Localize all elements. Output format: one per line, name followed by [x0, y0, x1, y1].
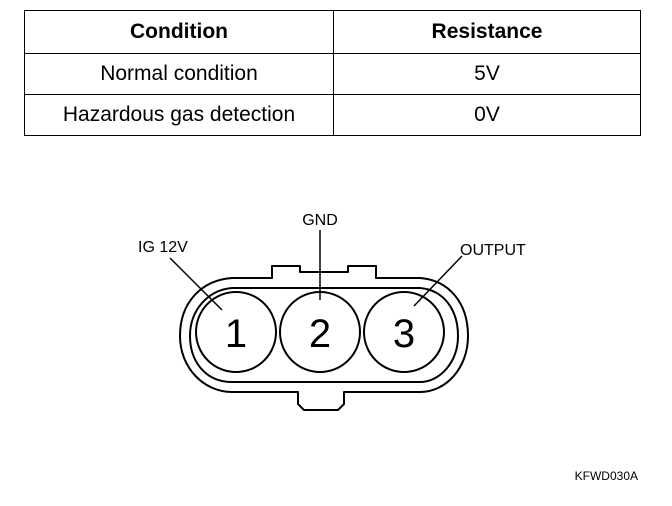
table-header-row: Condition Resistance	[24, 10, 641, 54]
cell-value: 5V	[333, 53, 641, 95]
pin-1-circle	[195, 291, 277, 373]
connector-housing	[179, 265, 469, 411]
table-row: Normal condition 5V	[24, 53, 641, 95]
spec-table: Condition Resistance Normal condition 5V…	[24, 10, 641, 136]
pin-1-label: 1	[225, 312, 247, 356]
pin-3-circle	[363, 291, 445, 373]
ig-label: IG 12V	[138, 239, 188, 256]
output-leader-line	[413, 255, 463, 307]
cell-condition: Hazardous gas detection	[24, 94, 334, 136]
header-resistance: Resistance	[333, 10, 641, 54]
output-label: OUTPUT	[460, 242, 526, 259]
ig-leader-line	[169, 257, 223, 311]
cell-value: 0V	[333, 94, 641, 136]
pin-3-label: 3	[393, 312, 415, 356]
header-condition: Condition	[24, 10, 334, 54]
gnd-label: GND	[302, 212, 338, 229]
connector-inner-shell	[189, 287, 459, 383]
pin-2-label: 2	[309, 312, 331, 356]
figure-code: KFWD030A	[575, 469, 638, 483]
table-row: Hazardous gas detection 0V	[24, 94, 641, 136]
